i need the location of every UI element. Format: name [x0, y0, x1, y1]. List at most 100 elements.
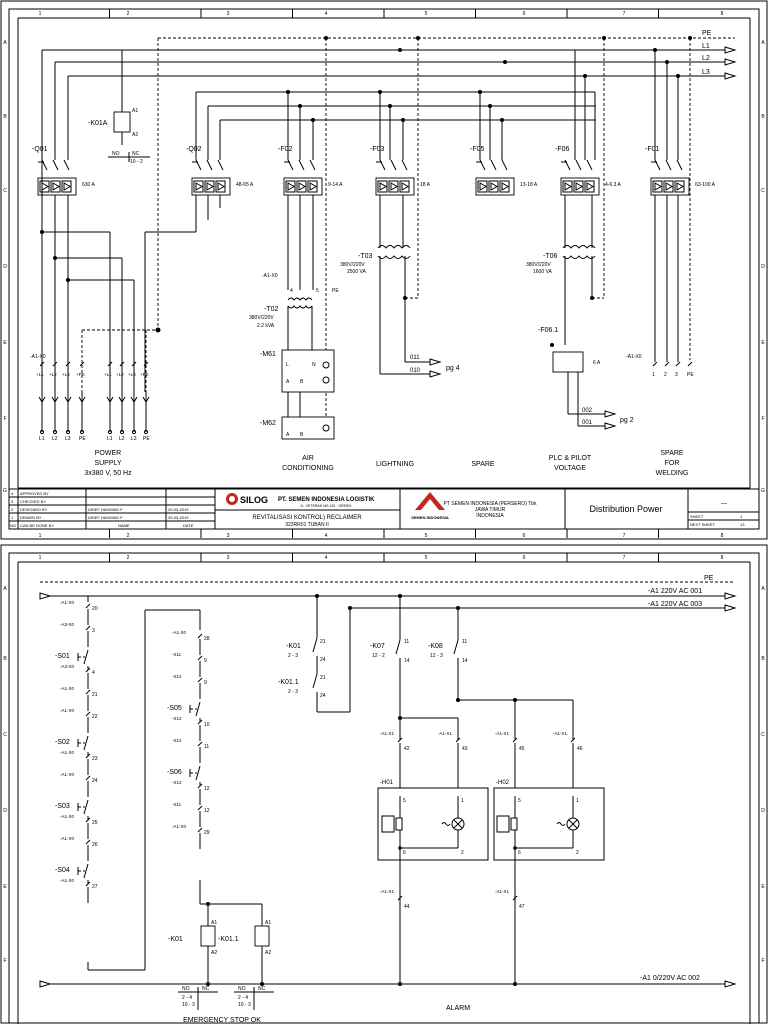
terminal-number: 22: [92, 714, 98, 720]
terminal-end: [143, 429, 149, 435]
svg-text:APPROVED BY: APPROVED BY: [20, 491, 49, 496]
svg-text:WELDING: WELDING: [656, 470, 689, 477]
lamp-cross: [568, 819, 578, 829]
grid-column-label: 7: [623, 11, 626, 17]
terminal-number: 45: [519, 746, 525, 752]
svg-text:-K01.1: -K01.1: [278, 679, 299, 686]
lamp-cross: [453, 819, 463, 829]
breaker-trip: [287, 182, 295, 191]
terminal-label: 1: [652, 372, 655, 378]
terminal-number: 21: [92, 692, 98, 698]
breaker-pole: [674, 180, 685, 193]
terminal-number: 28: [204, 636, 210, 642]
terminal-mark: [652, 361, 658, 367]
terminal-number: 9: [204, 658, 207, 664]
svg-text:NEXT SHEET: NEXT SHEET: [690, 522, 716, 527]
terminal-tag: -X12: [172, 716, 182, 721]
terminal-fork: [130, 396, 138, 403]
svg-text:14: 14: [404, 658, 410, 664]
terminal-mark: [85, 603, 91, 609]
svg-text:001: 001: [582, 420, 593, 426]
terminal-strip-tag: -A1-X0: [30, 354, 46, 360]
svg-text:SPARE: SPARE: [660, 450, 684, 457]
svg-text:1: 1: [740, 514, 743, 519]
terminal-name: PE: [79, 436, 86, 442]
svg-text:NO: NO: [10, 523, 16, 528]
terminal-label: 2: [664, 372, 667, 378]
svg-text:L: L: [286, 362, 289, 368]
terminal-mark: [675, 361, 681, 367]
grid-row-label: F: [3, 958, 6, 964]
f01-branch: [654, 195, 679, 362]
terminal-mark: [85, 881, 91, 887]
terminal-number: 12: [204, 808, 210, 814]
terminal-fork: [38, 396, 46, 403]
breaker-trip: [676, 182, 684, 191]
grid-column-label: 8: [721, 555, 724, 561]
terminal-label: +L3: [128, 372, 136, 377]
terminal-tag: -A3-X0: [60, 622, 75, 627]
terminal-mark: [570, 737, 576, 743]
grid-column-label: 2: [127, 11, 130, 17]
svg-text:-T03: -T03: [358, 253, 373, 260]
terminal-mark: [85, 667, 91, 673]
terminal-label: +PE: [76, 372, 85, 377]
terminal-number: 26: [92, 842, 98, 848]
alarm-unit-tag: -H01: [380, 780, 394, 786]
terminal-tag: -A1-X0: [60, 708, 75, 713]
breaker-pole: [285, 180, 296, 193]
terminal-mark: [65, 361, 71, 367]
bus-l1-label: L1: [702, 43, 710, 50]
sheet2-labels: EMERGENCY STOP OK ALARM: [183, 1005, 470, 1024]
switch-blade: [83, 649, 89, 665]
terminal-fork: [51, 396, 59, 403]
grid-row-label: C: [761, 732, 765, 738]
terminal: PE: [687, 361, 694, 378]
breaker-tag: -F05: [470, 146, 485, 153]
terminal-mark: [85, 817, 91, 823]
svg-text:A2: A2: [132, 132, 138, 138]
svg-text:ARIEF HAKIMAD F: ARIEF HAKIMAD F: [88, 515, 123, 520]
terminal-end: [39, 429, 45, 435]
grid-column-label: 5: [425, 533, 428, 539]
svg-text:FOR: FOR: [665, 460, 680, 467]
sheet1-feeders: [41, 38, 691, 360]
svg-text:-M61: -M61: [260, 351, 276, 358]
estop-switch: -S03: [55, 799, 89, 820]
breaker-pole: [377, 180, 388, 193]
coil-body: [254, 925, 270, 947]
terminal-end: [65, 429, 71, 435]
svg-text:002: 002: [582, 408, 593, 414]
breaker-trip: [665, 182, 673, 191]
terminal-end: [52, 429, 58, 435]
breaker-trip: [575, 182, 583, 191]
svg-text:B: B: [300, 379, 304, 385]
breaker-pole: [562, 180, 573, 193]
terminal-name: PE: [143, 436, 150, 442]
terminal-number: 23: [92, 756, 98, 762]
horn-coil: [510, 817, 518, 831]
svg-text:2.2 kVA: 2.2 kVA: [257, 323, 275, 329]
terminal-mark: [455, 737, 461, 743]
terminal-name: L1: [39, 436, 45, 442]
coil-pin: A2: [265, 950, 271, 956]
alarm-returns: [398, 860, 517, 986]
ref-value: 10 - 3: [182, 1002, 195, 1008]
terminal-mark: [397, 737, 403, 743]
terminal-tag: -X12: [172, 738, 182, 743]
svg-text:NAME: NAME: [118, 523, 130, 528]
svg-text:24: 24: [320, 693, 326, 699]
svg-text:VOLTAGE: VOLTAGE: [554, 465, 586, 472]
coil-pin: A1: [211, 920, 217, 926]
svg-text:20-03-2019: 20-03-2019: [168, 507, 189, 512]
svg-text:PE: PE: [704, 575, 714, 582]
switch-blade: [195, 765, 201, 781]
grid-row-label: A: [3, 586, 7, 592]
relay-contacts: -K01 2 - 3 21 24 -K01.1 2 - 3 21 24: [278, 596, 351, 713]
